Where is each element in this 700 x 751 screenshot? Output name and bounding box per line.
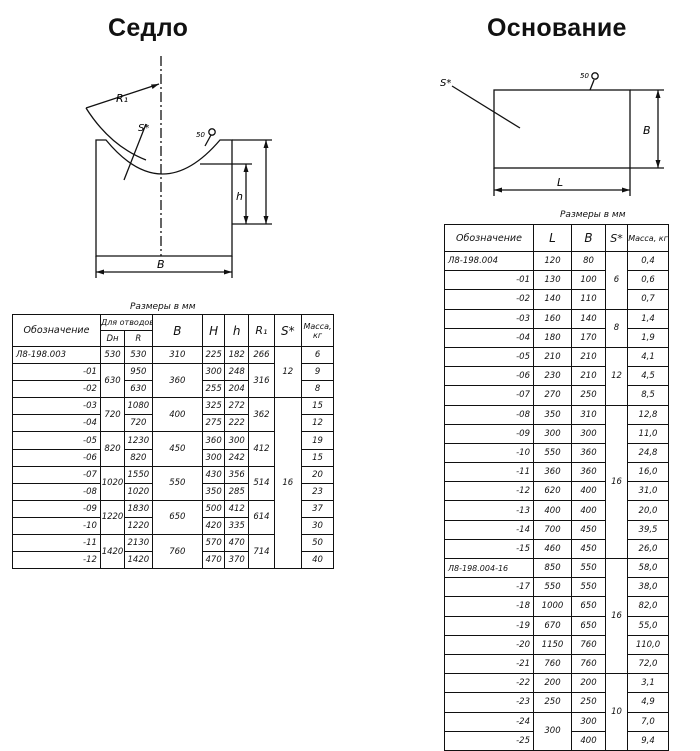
- title-saddle: Седло: [108, 14, 189, 42]
- col-designation: Обозначение: [444, 224, 534, 252]
- saddle-B-label: B: [157, 258, 165, 271]
- table-row: -24 300 300 7,0: [444, 711, 669, 751]
- base-table: Обозначение L B S* Масса, кг Л8-198.004 …: [444, 224, 669, 751]
- table-row: -07 270 250 8,5: [444, 385, 669, 406]
- table-row: -05 210 210 12 4,1: [444, 346, 669, 406]
- saddle-table: Обозначение Для отводов B H h R₁ S* Масс…: [12, 314, 334, 570]
- col-s: S*: [273, 314, 303, 347]
- saddle-h-label: h: [236, 190, 243, 203]
- table-row: -07 1020 1550 550 430 356 514 20: [12, 465, 334, 501]
- base-roughness-label: 50: [580, 72, 589, 80]
- col-mass: Масса, кг: [627, 224, 669, 252]
- base-outline: [493, 89, 631, 169]
- saddle-roughness-circle: [208, 128, 216, 136]
- table-row: -23 250 250 4,9: [444, 692, 669, 713]
- table-row: Л8-198.004-16 850 550 16 58,0: [444, 557, 669, 675]
- col-for-pipes: Для отводов: [99, 314, 153, 331]
- table-row: -01 130 100 0,6: [444, 270, 669, 291]
- table-row: -18 1000 650 82,0: [444, 596, 669, 617]
- caption-right: Размеры в мм: [560, 210, 626, 220]
- table-row: -17 550 550 38,0: [444, 577, 669, 598]
- table-row: -10 550 360 24,8: [444, 442, 669, 464]
- table-row: -15 460 450 26,0: [444, 538, 669, 560]
- table-row: -03 720 1080 400 325 272 362 16 15: [12, 397, 334, 570]
- table-row: -01 630 950 360 300 248 316 9: [12, 363, 334, 399]
- saddle-radius-line: [85, 83, 160, 109]
- table-row: -08 1020 350 285 23: [12, 482, 334, 501]
- base-roughness-circle: [591, 72, 599, 80]
- col-b: B: [151, 314, 204, 347]
- table-row: -11 360 360 16,0: [444, 462, 669, 483]
- col-h: h: [224, 314, 250, 347]
- table-row: -12 1420 470 370 40: [12, 551, 334, 570]
- table-row: -19 670 650 55,0: [444, 615, 669, 636]
- saddle-radius-arc: [85, 107, 147, 161]
- table-row: -20 1150 760 110,0: [444, 634, 669, 655]
- base-B-label: B: [643, 124, 651, 137]
- table-row: -02 140 110 0,7: [444, 289, 669, 310]
- table-row: -13 400 400 20,0: [444, 500, 669, 521]
- table-row: -11 1420 2130 760 570 470 714 50: [12, 534, 334, 570]
- table-row: -03 160 140 8 1,4: [444, 308, 669, 348]
- table-row: -12 620 400 31,0: [444, 481, 669, 502]
- col-r1: R₁: [248, 314, 275, 347]
- title-base: Основание: [487, 14, 627, 42]
- table-row: -21 760 760 72,0: [444, 653, 669, 675]
- table-row: -02 630 255 204 8: [12, 380, 334, 399]
- saddle-r1-label: R₁: [116, 92, 128, 105]
- table-row: -10 1220 420 335 30: [12, 516, 334, 536]
- saddle-outline: [95, 139, 233, 257]
- col-l: L: [533, 224, 572, 252]
- base-L-label: L: [557, 176, 563, 189]
- table-row: -06 230 210 4,5: [444, 366, 669, 387]
- saddle-s-label: S*: [138, 123, 149, 134]
- table-row: -22 200 200 10 3,1: [444, 673, 669, 751]
- col-r: R: [124, 330, 153, 347]
- table-row: -06 820 300 242 15: [12, 448, 334, 467]
- table-row: Л8-198.004 120 80 6 0,4: [444, 250, 669, 310]
- table-row: -08 350 310 16 12,8: [444, 404, 669, 559]
- caption-left: Размеры в мм: [130, 302, 196, 312]
- col-H: H: [202, 314, 226, 347]
- col-b: B: [571, 224, 606, 252]
- col-dn: Dн: [99, 330, 126, 347]
- base-s-label: S*: [440, 78, 451, 89]
- saddle-roughness-label: 50: [196, 131, 205, 139]
- saddle-s-leader: [123, 123, 147, 181]
- saddle-drawing: R₁ S* 50 h B: [85, 56, 272, 278]
- base-s-leader: [451, 85, 521, 129]
- table-row: -04 720 275 222 12: [12, 414, 334, 433]
- col-mass: Масса, кг: [301, 314, 334, 347]
- base-drawing: S* 50 B L: [440, 72, 664, 196]
- table-row: -04 180 170 1,9: [444, 327, 669, 348]
- col-s: S*: [605, 224, 628, 252]
- col-designation: Обозначение: [12, 314, 101, 347]
- table-row: Л8-198.003 530 530 310 225 182 266 12 6: [12, 345, 334, 399]
- table-row: -14 700 450 39,5: [444, 519, 669, 540]
- table-row: -09 300 300 11,0: [444, 423, 669, 444]
